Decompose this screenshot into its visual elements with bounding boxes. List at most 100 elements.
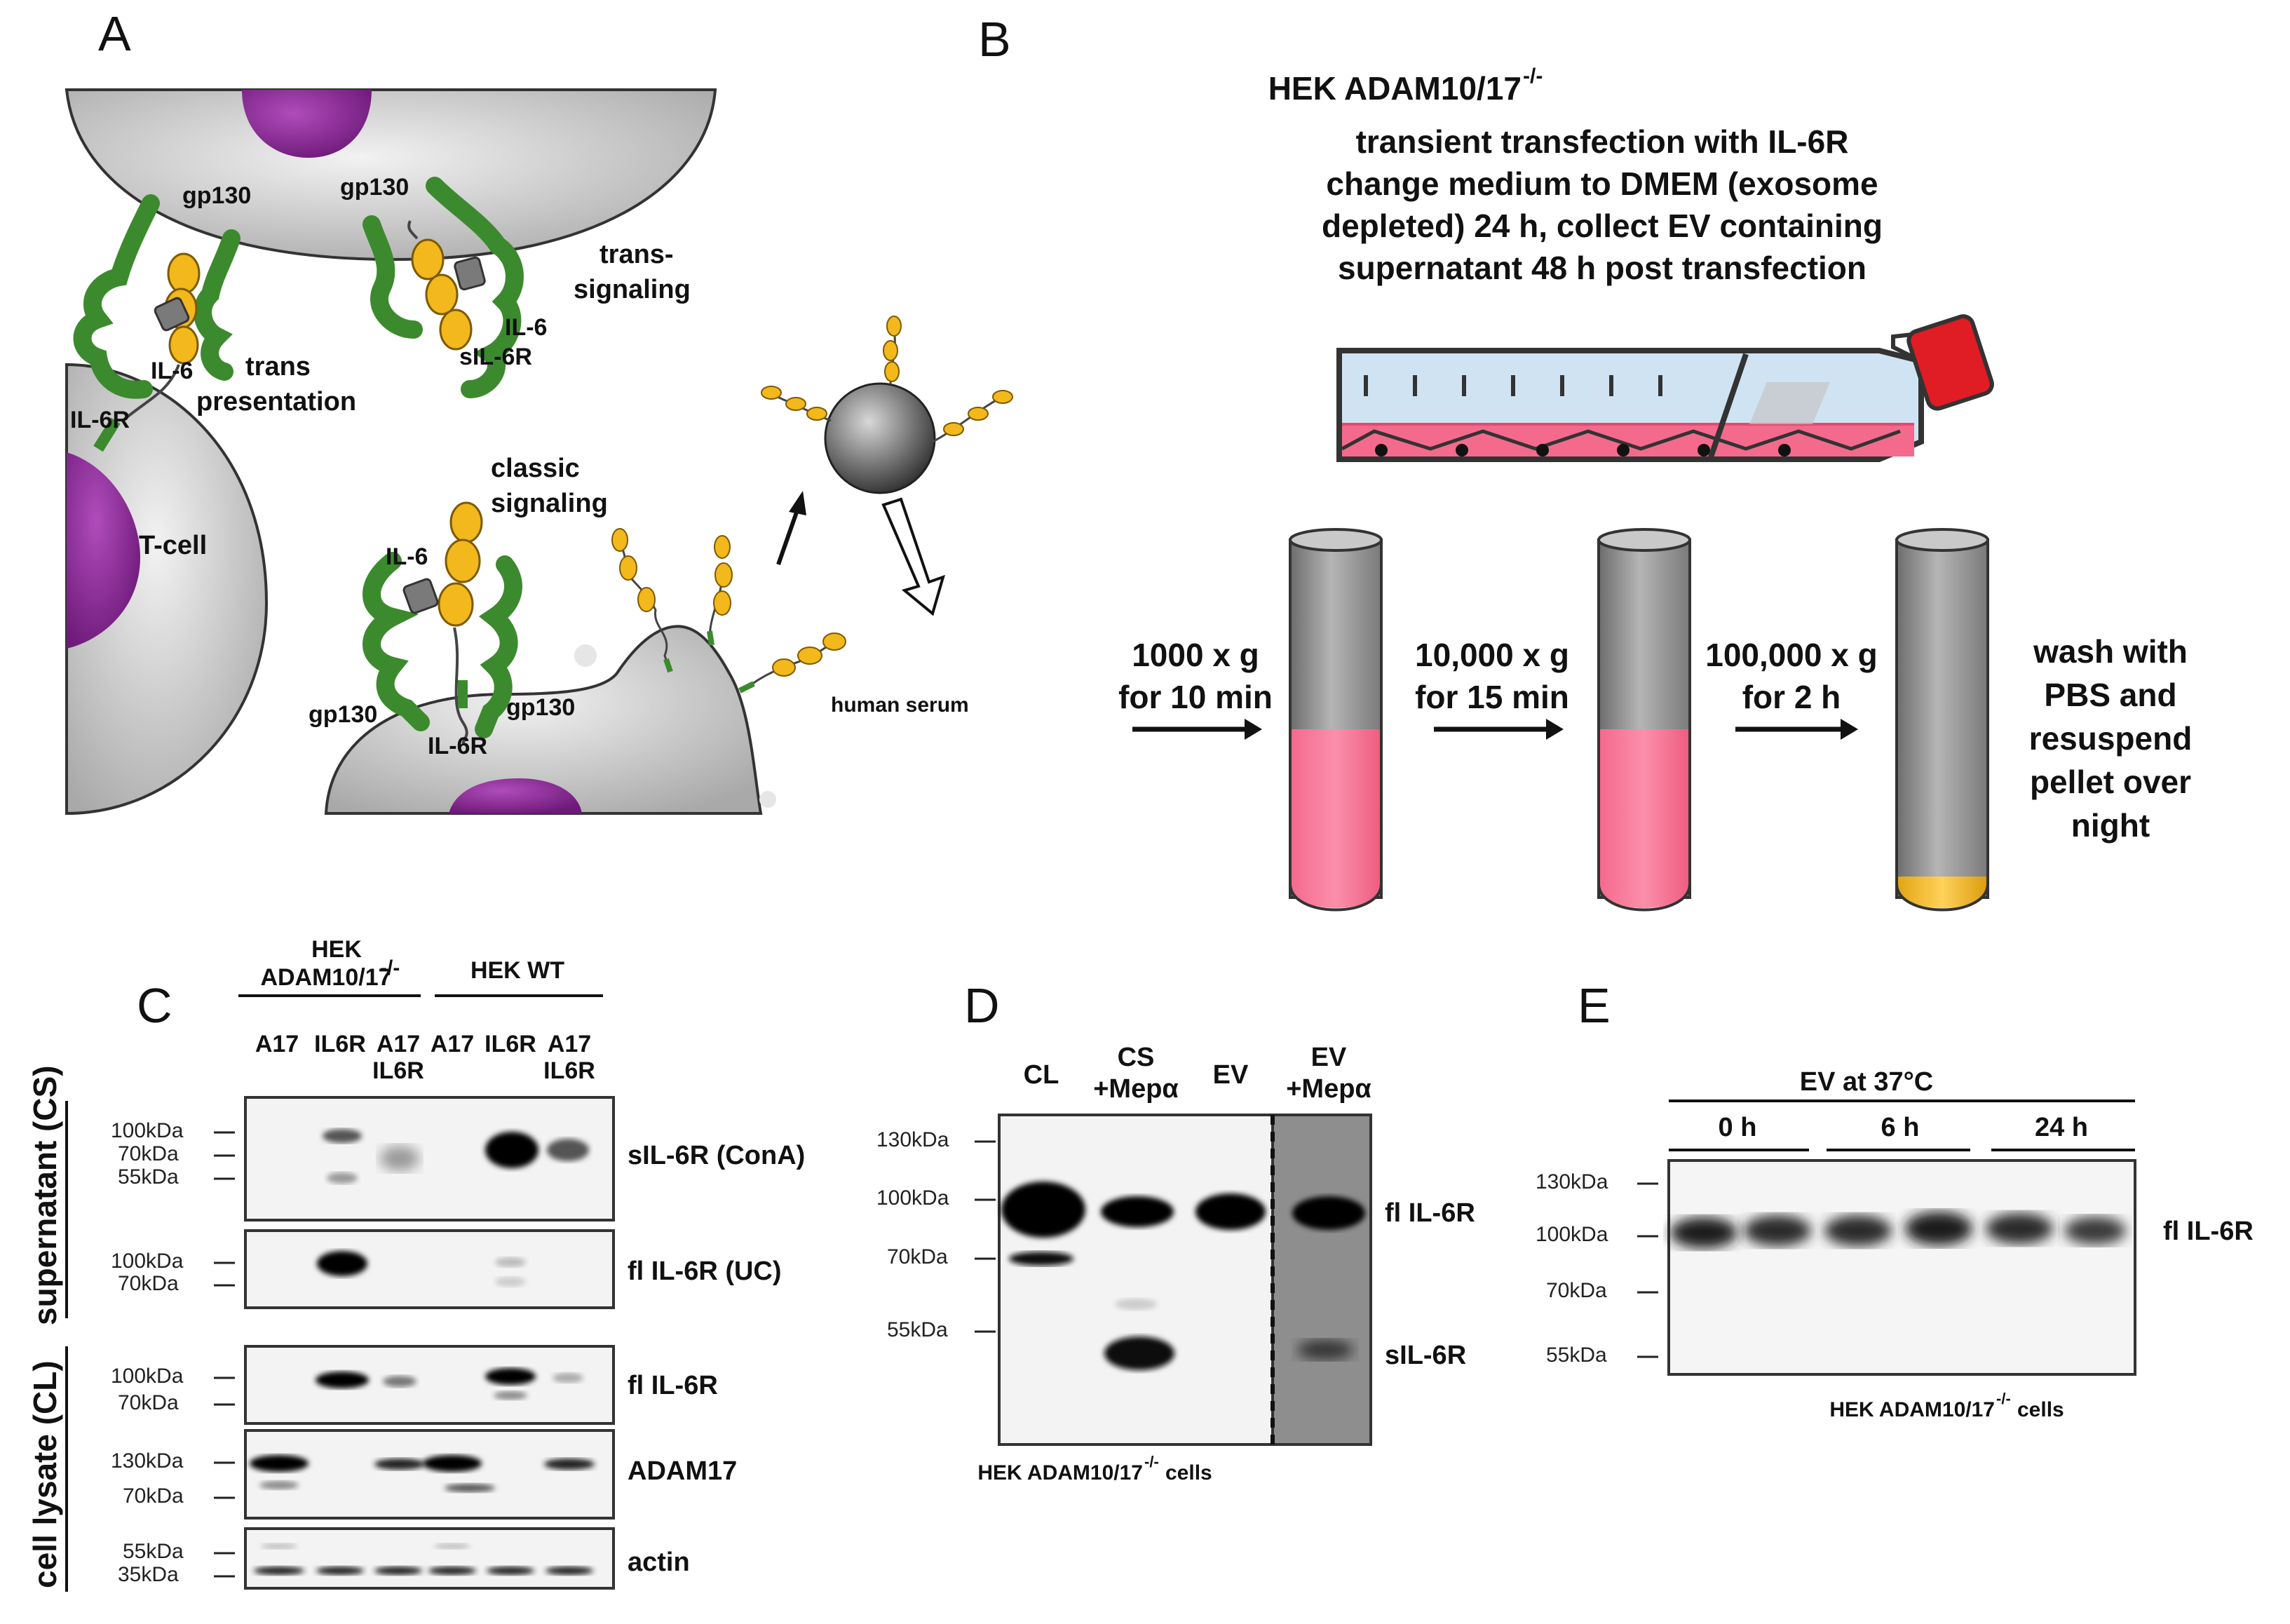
c2-marker-100: 100kDa <box>111 1250 184 1273</box>
lane-c1: A17 <box>255 1031 299 1057</box>
final-step-4: pellet over <box>2030 764 2191 800</box>
il6-label-right: IL-6 <box>505 314 547 341</box>
step1-speed: 1000 x g <box>1132 637 1259 673</box>
tube-2 <box>1597 528 1691 912</box>
culture-flask <box>1336 314 1994 462</box>
group1-line1: HEK <box>311 936 362 963</box>
step1-arrow <box>1132 719 1262 740</box>
lane-d-ev2-mep: +Mepα <box>1286 1074 1371 1104</box>
group1-line2: ADAM10/17 <box>260 964 391 991</box>
e-band-label: fl IL-6R <box>2163 1217 2254 1246</box>
step3-time: for 2 h <box>1742 679 1841 715</box>
step2-arrow <box>1434 719 1564 740</box>
step3-arrow <box>1735 719 1858 740</box>
d-footer-tail: cells <box>1165 1461 1212 1484</box>
c2-label: fl IL-6R (UC) <box>628 1257 782 1286</box>
final-step-3: resuspend <box>2029 720 2193 757</box>
e-footer-tail: cells <box>2017 1398 2064 1421</box>
panel-e: E EV at 37°C 0 h 6 h 24 h 130kDa 100kDa … <box>1536 978 2254 1421</box>
serum-arrow <box>881 497 945 616</box>
blot-cl-il6r <box>244 1345 615 1425</box>
lane-d-ev2: EV <box>1311 1043 1347 1072</box>
gp130-label-left: gp130 <box>182 182 251 209</box>
c5-marker-55: 55kDa <box>123 1540 184 1563</box>
protocol-line-1: transient transfection with IL-6R <box>1356 123 1849 160</box>
e-marker-130: 130kDa <box>1536 1170 1608 1193</box>
lane-d-cs: CS <box>1118 1043 1155 1072</box>
e-marker-55: 55kDa <box>1546 1344 1607 1367</box>
tube-1 <box>1289 528 1383 912</box>
il6-label-left: IL-6 <box>151 358 193 384</box>
c5-label: actin <box>628 1548 690 1577</box>
final-step-1: wash with <box>2033 633 2188 670</box>
panel-b: B HEK ADAM10/17 -/- transient transfecti… <box>978 12 2193 912</box>
trans-presentation-line1: trans <box>245 352 311 381</box>
d-footer-sup: -/- <box>1144 1453 1159 1470</box>
d-marker-130: 130kDa <box>876 1128 949 1151</box>
c3-marker-70: 70kDa <box>118 1391 179 1414</box>
il6r-label-classic: IL-6R <box>428 733 487 759</box>
step1-time: for 10 min <box>1118 679 1273 715</box>
gp130-label-right: gp130 <box>340 174 409 201</box>
c3-marker-100: 100kDa <box>111 1365 184 1388</box>
gp130-label-classic-left: gp130 <box>309 701 377 728</box>
d-marker-100: 100kDa <box>876 1186 949 1210</box>
c1-marker-55: 55kDa <box>118 1165 179 1189</box>
panel-a: A T-cell gp130 <box>65 6 1013 816</box>
lane-c6: A17 <box>548 1031 591 1057</box>
c3-label: fl IL-6R <box>628 1371 718 1400</box>
panel-label-d: D <box>964 978 1000 1033</box>
e-time-24: 24 h <box>2035 1113 2088 1142</box>
group2-label: HEK WT <box>470 957 564 984</box>
panel-d: D CL CS +Mepα EV EV +Mepα 130kDa 100kDa … <box>876 978 1475 1484</box>
blot-cl-adam17 <box>244 1429 615 1520</box>
c2-marker-70: 70kDa <box>118 1272 179 1295</box>
lane-c4: A17 <box>431 1031 474 1057</box>
lane-c6-sub: IL6R <box>543 1057 595 1084</box>
c4-marker-70: 70kDa <box>123 1484 184 1508</box>
lane-c3: A17 <box>377 1031 420 1057</box>
trans-signaling-complex <box>363 177 524 398</box>
panel-label-b: B <box>978 12 1011 67</box>
release-arrow <box>776 491 806 565</box>
d-band-s: sIL-6R <box>1385 1341 1466 1370</box>
panel-c: C HEK ADAM10/17 -/- HEK WT A17 IL6R A17 … <box>27 936 805 1592</box>
e-time-0: 0 h <box>1719 1113 1757 1142</box>
e-time-6: 6 h <box>1881 1113 1920 1142</box>
group1-sup: -/- <box>380 956 400 980</box>
protocol-line-2: change medium to DMEM (exosome <box>1326 165 1878 202</box>
trans-signaling-line2: signaling <box>574 275 691 304</box>
c1-marker-70: 70kDa <box>118 1142 179 1165</box>
d-footer: HEK ADAM10/17 <box>977 1461 1143 1484</box>
step3-speed: 100,000 x g <box>1705 637 1878 673</box>
extracellular-vesicle <box>761 316 1013 494</box>
gp130-label-classic-right: gp130 <box>506 694 575 721</box>
panel-label-a: A <box>98 6 131 61</box>
protocol-title: HEK ADAM10/17 <box>1268 70 1522 107</box>
lane-c2: IL6R <box>314 1031 366 1057</box>
e-footer: HEK ADAM10/17 <box>1829 1398 1995 1421</box>
t-cell-label: T-cell <box>139 531 207 560</box>
d-marker-70: 70kDa <box>887 1245 948 1268</box>
c1-marker-100: 100kDa <box>111 1119 184 1142</box>
final-step-5: night <box>2071 807 2150 844</box>
e-footer-sup: -/- <box>1996 1390 2011 1407</box>
protocol-title-sup: -/- <box>1523 65 1543 88</box>
c1-label: sIL-6R (ConA) <box>628 1141 805 1170</box>
c4-label: ADAM17 <box>628 1456 737 1486</box>
final-step-2: PBS and <box>2044 677 2176 713</box>
lane-c5: IL6R <box>485 1031 536 1057</box>
blot-e <box>1667 1159 2136 1376</box>
e-marker-70: 70kDa <box>1546 1279 1607 1302</box>
classic-signaling-line1: classic <box>491 454 580 483</box>
step2-speed: 10,000 x g <box>1415 637 1569 673</box>
protocol-line-3: depleted) 24 h, collect EV containing <box>1322 208 1883 244</box>
blot-cl-actin <box>244 1527 615 1590</box>
side-label-cs: supernatant (CS) <box>27 1065 63 1325</box>
protocol-line-4: supernatant 48 h post transfection <box>1338 250 1866 286</box>
blot-cs-uc <box>244 1229 615 1309</box>
trans-signaling-line1: trans- <box>599 240 674 269</box>
trans-presentation-line2: presentation <box>196 387 356 417</box>
il6-label-classic: IL-6 <box>386 543 428 570</box>
